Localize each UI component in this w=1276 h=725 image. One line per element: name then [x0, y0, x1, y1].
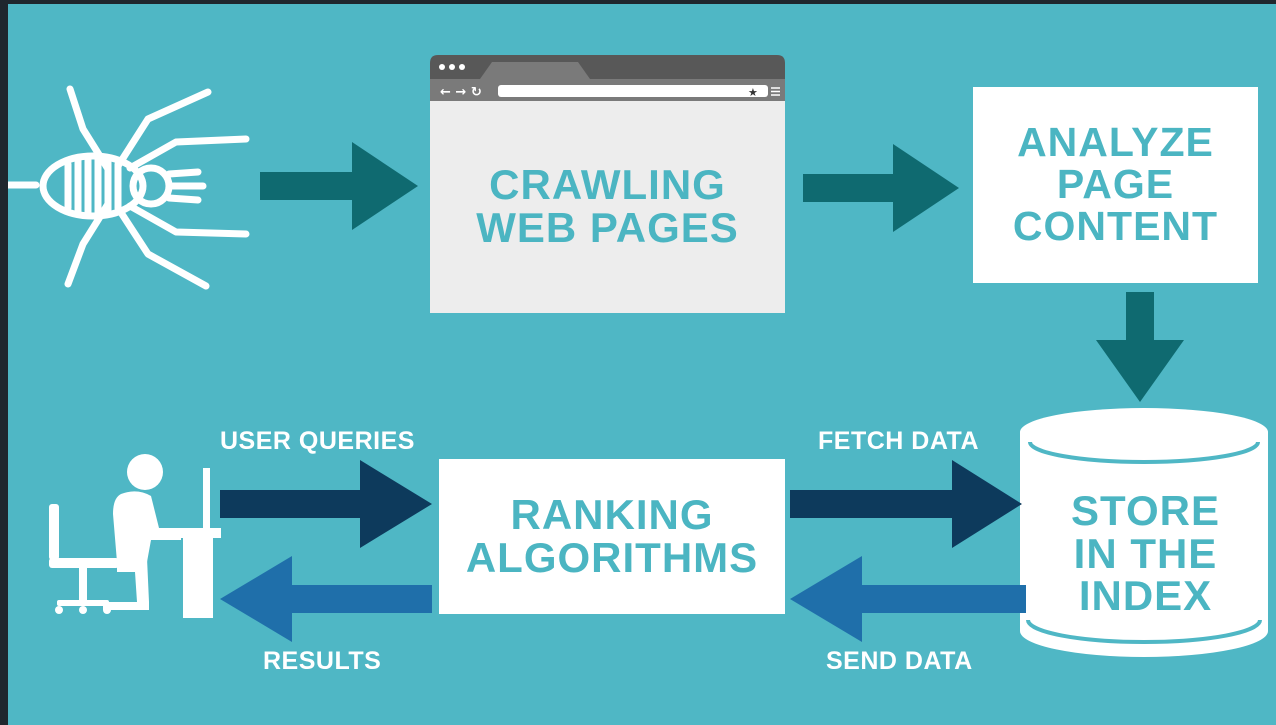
ranking-box: RANKING ALGORITHMS — [439, 459, 785, 614]
store-label-line2: IN THE — [1073, 529, 1218, 577]
send-data-arrow — [790, 556, 1026, 642]
browser-window-icon: ← → ↻ ★ — [430, 55, 785, 101]
results-label: RESULTS — [263, 647, 382, 675]
user-queries-label: USER QUERIES — [220, 427, 415, 455]
database-cylinder-icon — [1020, 408, 1268, 657]
store-index-label: STORE IN THE INDEX — [1028, 474, 1263, 634]
ranking-label-line1: RANKING — [510, 490, 714, 538]
store-label-line3: INDEX — [1078, 572, 1213, 620]
analyze-label-line3: CONTENT — [1012, 202, 1219, 249]
crawling-label-line1: CRAWLING — [489, 161, 726, 209]
arrow-to-index — [1096, 292, 1184, 402]
crawling-label-line2: WEB PAGES — [476, 204, 739, 251]
spider-icon — [8, 85, 250, 290]
store-label-line1: STORE — [1071, 486, 1220, 534]
browser-window: ← → ↻ ★ CRAWLING WEB PAGES — [430, 55, 785, 313]
user-queries-arrow — [220, 460, 432, 548]
ranking-label-line2: ALGORITHMS — [465, 533, 759, 581]
svg-text:← → ↻: ← → ↻ — [440, 85, 482, 100]
user-at-desk-icon — [49, 454, 221, 618]
arrow-to-crawling — [260, 142, 418, 230]
results-arrow — [220, 556, 432, 642]
crawling-box: CRAWLING WEB PAGES — [430, 101, 785, 313]
fetch-data-label: FETCH DATA — [818, 427, 979, 455]
analyze-box: ANALYZE PAGE CONTENT — [973, 87, 1258, 283]
analyze-label-line1: ANALYZE — [1017, 119, 1214, 166]
search-engine-diagram: ← → ↻ ★ CRAWLING WEB PAGES ANALYZE PAGE … — [8, 4, 1276, 725]
send-data-label: SEND DATA — [826, 647, 973, 675]
analyze-label-line2: PAGE — [1056, 161, 1175, 208]
arrow-to-analyze — [803, 144, 959, 232]
fetch-data-arrow — [790, 460, 1022, 548]
menu-icon — [771, 87, 780, 96]
star-icon: ★ — [748, 86, 758, 99]
